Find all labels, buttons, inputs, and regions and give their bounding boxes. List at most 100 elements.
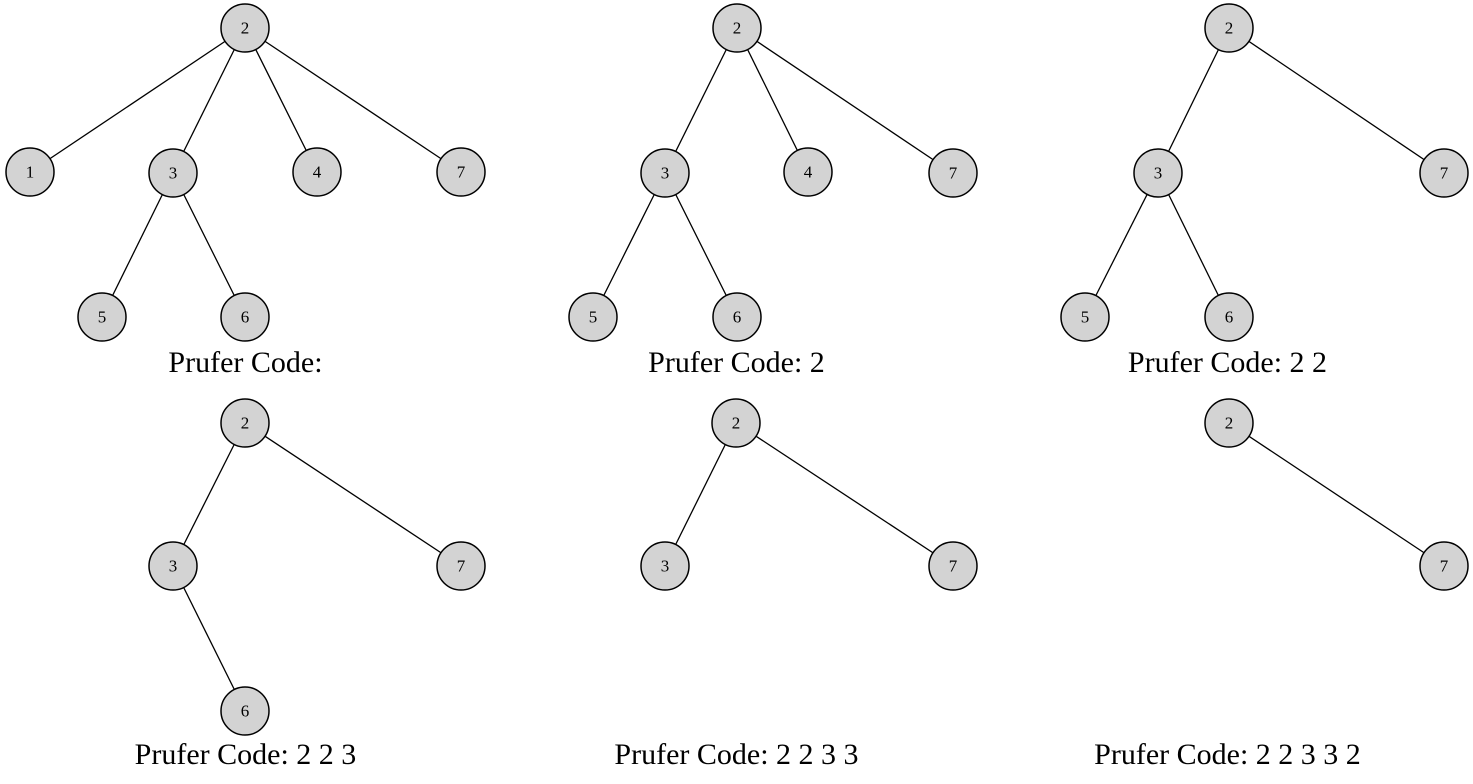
tree-node-3: 3 xyxy=(1133,148,1183,198)
tree-node-7: 7 xyxy=(436,147,486,197)
node-circle xyxy=(5,147,55,197)
node-label: 2 xyxy=(733,19,742,38)
node-label: 3 xyxy=(169,557,178,576)
tree-edge-2-3 xyxy=(172,422,246,567)
tree-edge-3-5 xyxy=(592,172,666,318)
prufer-code-caption: Prufer Code: 2 2 3 3 xyxy=(614,738,859,771)
tree-node-6: 6 xyxy=(220,292,270,342)
tree-node-5: 5 xyxy=(568,292,618,342)
node-label: 6 xyxy=(1225,308,1234,327)
tree-node-5: 5 xyxy=(77,292,127,342)
prufer-step-panel-3: 2 3 7 5 6 Prufer Code: 2 2 xyxy=(982,0,1473,392)
node-label: 6 xyxy=(241,702,250,721)
tree-node-2: 2 xyxy=(711,398,761,448)
node-circle xyxy=(220,292,270,342)
node-label: 7 xyxy=(1440,557,1449,576)
tree-node-1: 1 xyxy=(5,147,55,197)
node-circle xyxy=(292,147,342,197)
tree-edge-2-7 xyxy=(244,27,462,173)
prufer-step-panel-4: 2 3 7 6 Prufer Code: 2 2 3 xyxy=(0,392,491,784)
node-circle xyxy=(220,686,270,736)
node-label: 6 xyxy=(733,308,742,327)
prufer-code-caption: Prufer Code: 2 2 xyxy=(1127,346,1328,379)
tree-node-2: 2 xyxy=(220,3,270,53)
node-label: 7 xyxy=(949,557,958,576)
prufer-step-panel-6: 2 7 Prufer Code: 2 2 3 3 2 xyxy=(982,392,1473,784)
node-circle xyxy=(220,398,270,448)
tree-edge-2-7 xyxy=(1228,27,1445,174)
tree-node-7: 7 xyxy=(1419,148,1469,198)
node-label: 4 xyxy=(804,163,813,182)
tree-edge-3-5 xyxy=(1084,172,1159,318)
tree-node-2: 2 xyxy=(712,3,762,53)
tree-edge-2-7 xyxy=(1228,422,1445,567)
node-circle xyxy=(148,148,198,198)
node-label: 6 xyxy=(241,308,250,327)
node-label: 7 xyxy=(457,163,466,182)
node-circle xyxy=(712,3,762,53)
tree-edge-2-1 xyxy=(29,27,246,173)
tree-edge-2-3 xyxy=(172,27,246,174)
tree-node-3: 3 xyxy=(148,541,198,591)
prufer-code-caption: Prufer Code: 2 2 3 xyxy=(134,738,357,771)
tree-node-5: 5 xyxy=(1060,292,1110,342)
tree-edge-2-3 xyxy=(664,27,738,174)
node-label: 3 xyxy=(661,164,670,183)
node-circle xyxy=(148,541,198,591)
tree-edge-2-4 xyxy=(244,27,318,173)
tree-node-7: 7 xyxy=(928,541,978,591)
tree-edge-2-3 xyxy=(664,422,737,567)
node-label: 4 xyxy=(313,163,322,182)
tree-node-7: 7 xyxy=(1419,541,1469,591)
tree-node-6: 6 xyxy=(712,292,762,342)
node-circle xyxy=(77,292,127,342)
node-circle xyxy=(568,292,618,342)
node-label: 7 xyxy=(949,164,958,183)
tree-edge-3-6 xyxy=(172,565,246,712)
tree-node-6: 6 xyxy=(1204,292,1254,342)
node-circle xyxy=(928,148,978,198)
tree-edge-2-3 xyxy=(1157,27,1230,174)
node-circle xyxy=(1060,292,1110,342)
tree-diagram-step-5: 2 3 7 xyxy=(640,398,978,591)
prufer-code-caption: Prufer Code: 2 xyxy=(648,346,825,379)
prufer-step-panel-2: 2 3 4 7 5 6 Prufer Code: 2 xyxy=(491,0,982,392)
tree-edge-2-4 xyxy=(736,27,809,173)
tree-node-3: 3 xyxy=(640,148,690,198)
node-label: 5 xyxy=(589,308,598,327)
prufer-code-caption: Prufer Code: 2 2 3 3 2 xyxy=(1094,738,1361,771)
tree-node-7: 7 xyxy=(436,541,486,591)
prufer-code-caption: Prufer Code: xyxy=(168,346,323,379)
node-circle xyxy=(436,541,486,591)
node-circle xyxy=(928,541,978,591)
node-circle xyxy=(712,292,762,342)
tree-node-4: 4 xyxy=(783,147,833,197)
node-label: 2 xyxy=(241,414,250,433)
tree-edge-3-5 xyxy=(101,172,174,318)
tree-node-2: 2 xyxy=(1204,398,1254,448)
tree-edge-3-6 xyxy=(172,172,246,318)
node-label: 7 xyxy=(1440,164,1449,183)
tree-diagram-step-4: 2 3 7 6 xyxy=(148,398,486,736)
node-circle xyxy=(1204,292,1254,342)
node-circle xyxy=(640,148,690,198)
tree-edge-3-6 xyxy=(664,172,738,318)
tree-node-7: 7 xyxy=(928,148,978,198)
node-circle xyxy=(220,3,270,53)
tree-node-3: 3 xyxy=(640,541,690,591)
node-label: 2 xyxy=(1225,19,1234,38)
node-circle xyxy=(1419,541,1469,591)
tree-edge-2-7 xyxy=(736,27,954,174)
node-circle xyxy=(640,541,690,591)
tree-node-2: 2 xyxy=(1204,3,1254,53)
tree-edge-3-6 xyxy=(1157,172,1230,318)
tree-node-2: 2 xyxy=(220,398,270,448)
node-circle xyxy=(1419,148,1469,198)
node-label: 3 xyxy=(661,557,670,576)
node-circle xyxy=(711,398,761,448)
node-label: 5 xyxy=(1081,308,1090,327)
tree-node-6: 6 xyxy=(220,686,270,736)
